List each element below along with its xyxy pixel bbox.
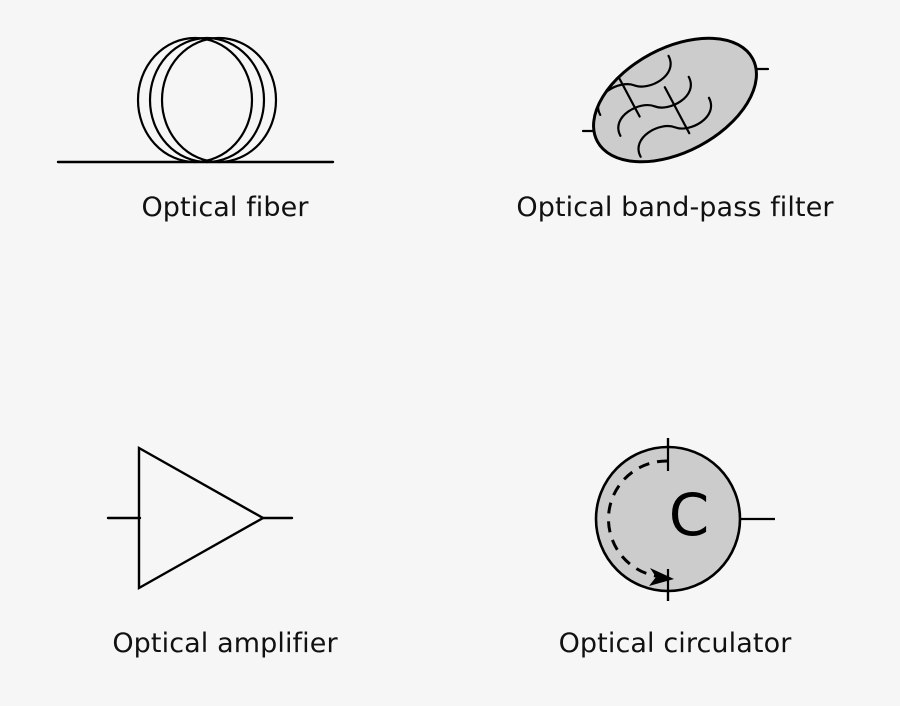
amplifier-triangle [137,445,266,591]
caption-optical-circulator: Optical circulator [558,628,792,659]
filter-body [592,36,758,164]
fiber-loop-center [148,36,266,164]
symbol-cell-optical-band-pass-filter: Optical band-pass filter [450,0,900,353]
fiber-loop-right [160,36,278,164]
optical-circulator-symbol: C [594,438,775,601]
symbol-cell-optical-amplifier: Optical amplifier [0,353,450,706]
circulator-arrowhead [649,568,674,586]
caption-optical-fiber: Optical fiber [141,192,309,223]
filter-tick-1 [614,69,641,118]
optical-band-pass-filter-symbol [581,36,770,164]
filter-tick-2 [663,86,691,135]
optical-fiber-symbol [56,36,335,164]
symbol-cell-optical-fiber: Optical fiber [0,0,450,353]
optical-amplifier-symbol [106,445,294,591]
fiber-loop-left [136,36,254,164]
filter-wave-2 [617,75,692,137]
caption-optical-band-pass-filter: Optical band-pass filter [516,192,834,223]
filter-wave-3 [637,96,713,158]
symbol-cell-optical-circulator: C Optical circulator [450,353,900,706]
caption-optical-amplifier: Optical amplifier [112,628,338,659]
circulator-letter: C [669,481,710,549]
circulator-direction-arc [607,459,669,579]
